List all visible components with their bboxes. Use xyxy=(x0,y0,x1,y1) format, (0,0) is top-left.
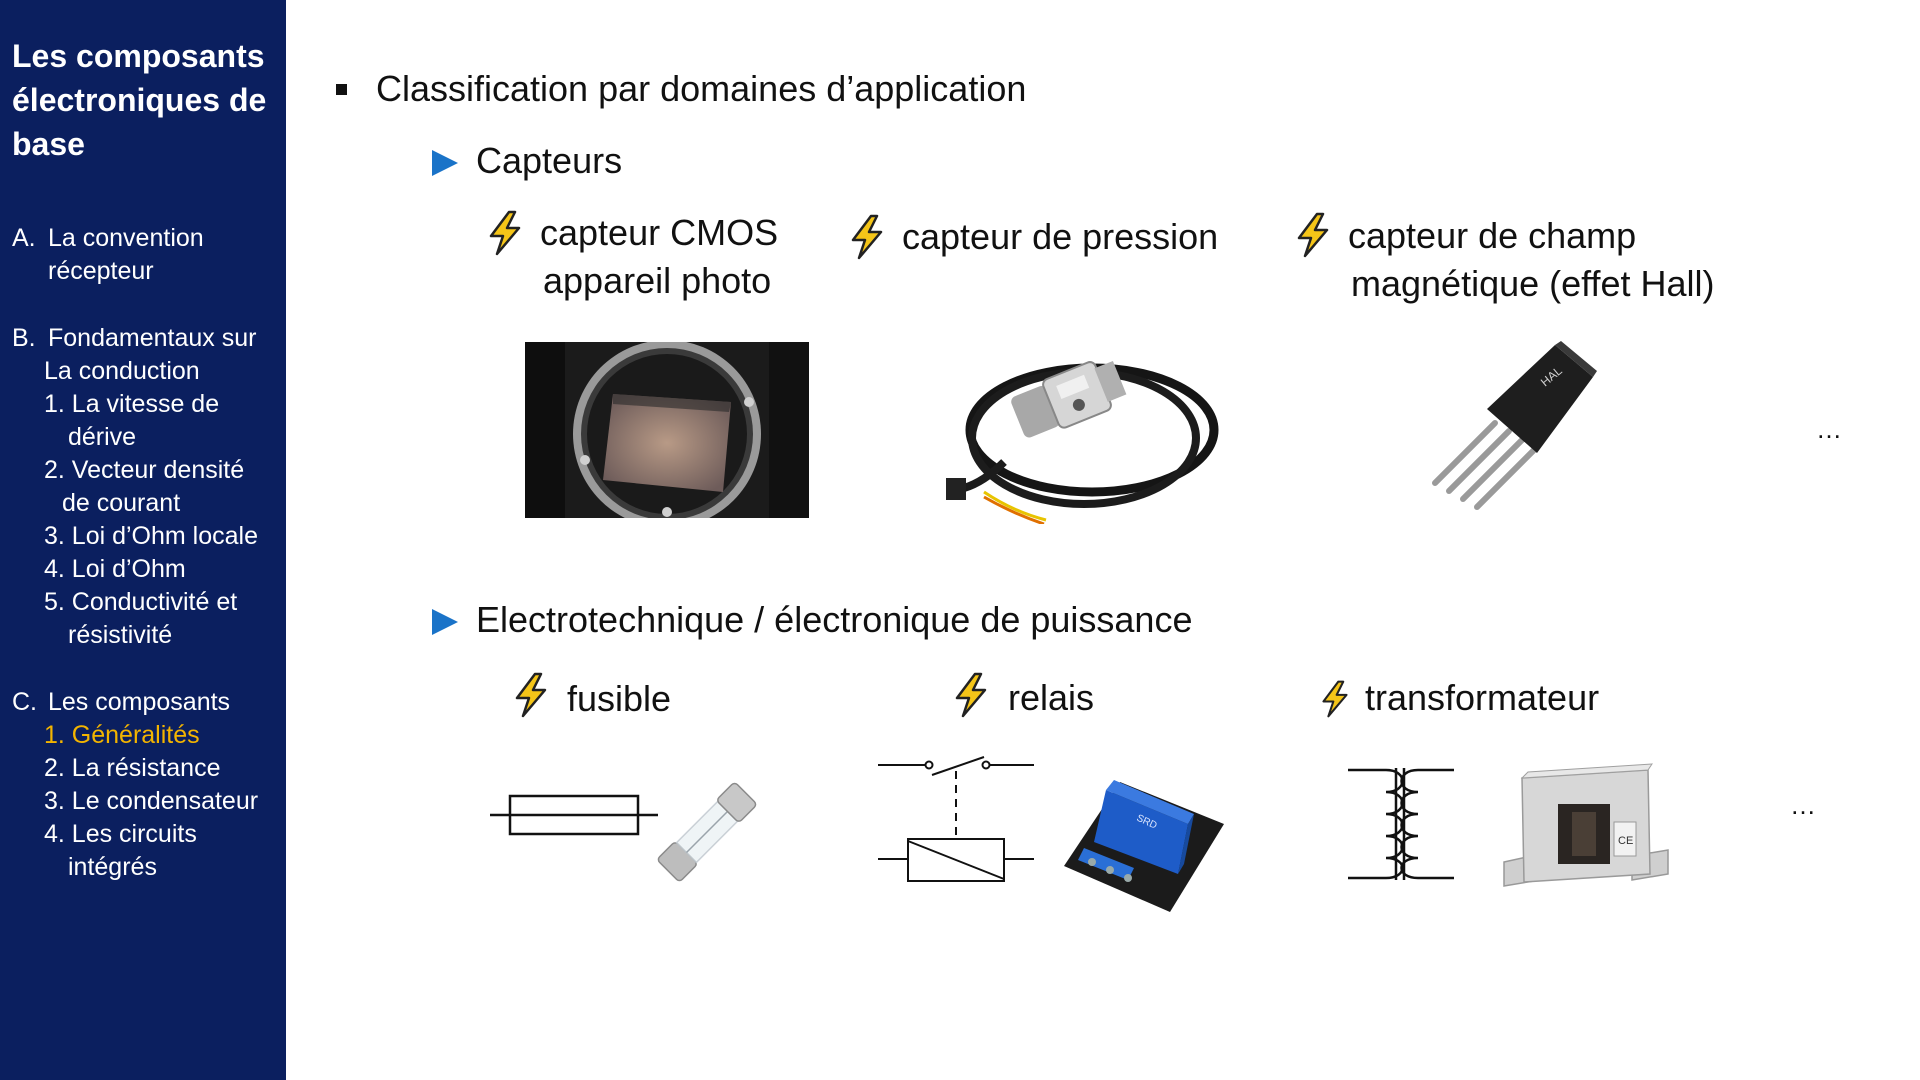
relay-label: relais xyxy=(1008,677,1095,718)
table-of-contents: A.La convention récepteur B.Fondamentaux… xyxy=(12,222,280,884)
blue-triangle-icon xyxy=(432,609,458,635)
lightning-bolt-icon xyxy=(489,210,521,256)
toc-item-b2-cont[interactable]: de courant xyxy=(62,489,181,517)
toc-section-b-cont[interactable]: La conduction xyxy=(44,357,200,385)
relay-module-image: SRD xyxy=(1064,780,1224,912)
toc-item-b3[interactable]: 3. Loi d’Ohm locale xyxy=(44,522,259,550)
sidebar: Les composants électroniques de base A.L… xyxy=(0,0,286,1080)
toc-item-c2[interactable]: 2. La résistance xyxy=(44,754,221,782)
fuse-label: fusible xyxy=(567,678,672,719)
lightning-bolt-icon xyxy=(1297,212,1329,258)
transformer-image: CE xyxy=(1503,763,1669,887)
toc-section-b[interactable]: B.Fondamentaux sur xyxy=(12,324,257,352)
pressure-sensor-image xyxy=(946,360,1219,524)
lightning-bolt-icon xyxy=(955,672,987,718)
sidebar-title: Les composants électroniques de base xyxy=(12,38,267,162)
hall-sensor-image: HAL xyxy=(1432,341,1597,510)
toc-item-b2[interactable]: 2. Vecteur densité xyxy=(44,456,245,484)
lightning-bolt-icon xyxy=(851,214,883,260)
toc-section-a-cont[interactable]: récepteur xyxy=(48,257,154,285)
toc-item-c4-cont[interactable]: intégrés xyxy=(68,853,157,881)
relay-symbol-diagram xyxy=(878,756,1034,882)
toc-item-b1-cont[interactable]: dérive xyxy=(68,423,137,451)
more-power-components-ellipsis: … xyxy=(1790,790,1816,820)
toc-item-b4[interactable]: 4. Loi d’Ohm xyxy=(44,555,186,583)
toc-item-b1[interactable]: 1. La vitesse de xyxy=(44,390,220,418)
pressure-sensor-label: capteur de pression xyxy=(902,216,1219,257)
blue-triangle-icon xyxy=(432,150,458,176)
toc-item-c1-active[interactable]: 1. Généralités xyxy=(44,721,200,749)
toc-section-a[interactable]: A.La convention xyxy=(12,224,204,252)
transformer-symbol-diagram xyxy=(1348,768,1454,880)
section-power-title: Electrotechnique / électronique de puiss… xyxy=(476,599,1193,640)
fuse-image xyxy=(657,782,757,882)
toc-item-c3[interactable]: 3. Le condensateur xyxy=(44,787,259,815)
square-bullet-icon xyxy=(336,84,347,95)
cmos-sensor-label: capteur CMOS appareil photo xyxy=(540,212,779,301)
cmos-sensor-image xyxy=(525,342,809,518)
toc-item-c4[interactable]: 4. Les circuits xyxy=(44,820,197,848)
toc-section-c[interactable]: C.Les composants xyxy=(12,688,231,716)
fuse-symbol-diagram xyxy=(490,794,658,836)
lightning-bolt-icon xyxy=(515,672,547,718)
svg-text:CE: CE xyxy=(1618,835,1633,847)
hall-sensor-label: capteur de champ magnétique (effet Hall) xyxy=(1348,215,1715,304)
more-sensors-ellipsis: … xyxy=(1816,414,1842,444)
lightning-bolt-icon xyxy=(1322,680,1348,718)
main-heading: Classification par domaines d’applicatio… xyxy=(376,68,1027,109)
toc-item-b5-cont[interactable]: résistivité xyxy=(68,621,173,649)
transformer-label: transformateur xyxy=(1365,677,1600,718)
toc-item-b5[interactable]: 5. Conductivité et xyxy=(44,588,238,616)
section-capteurs-title: Capteurs xyxy=(476,140,623,181)
